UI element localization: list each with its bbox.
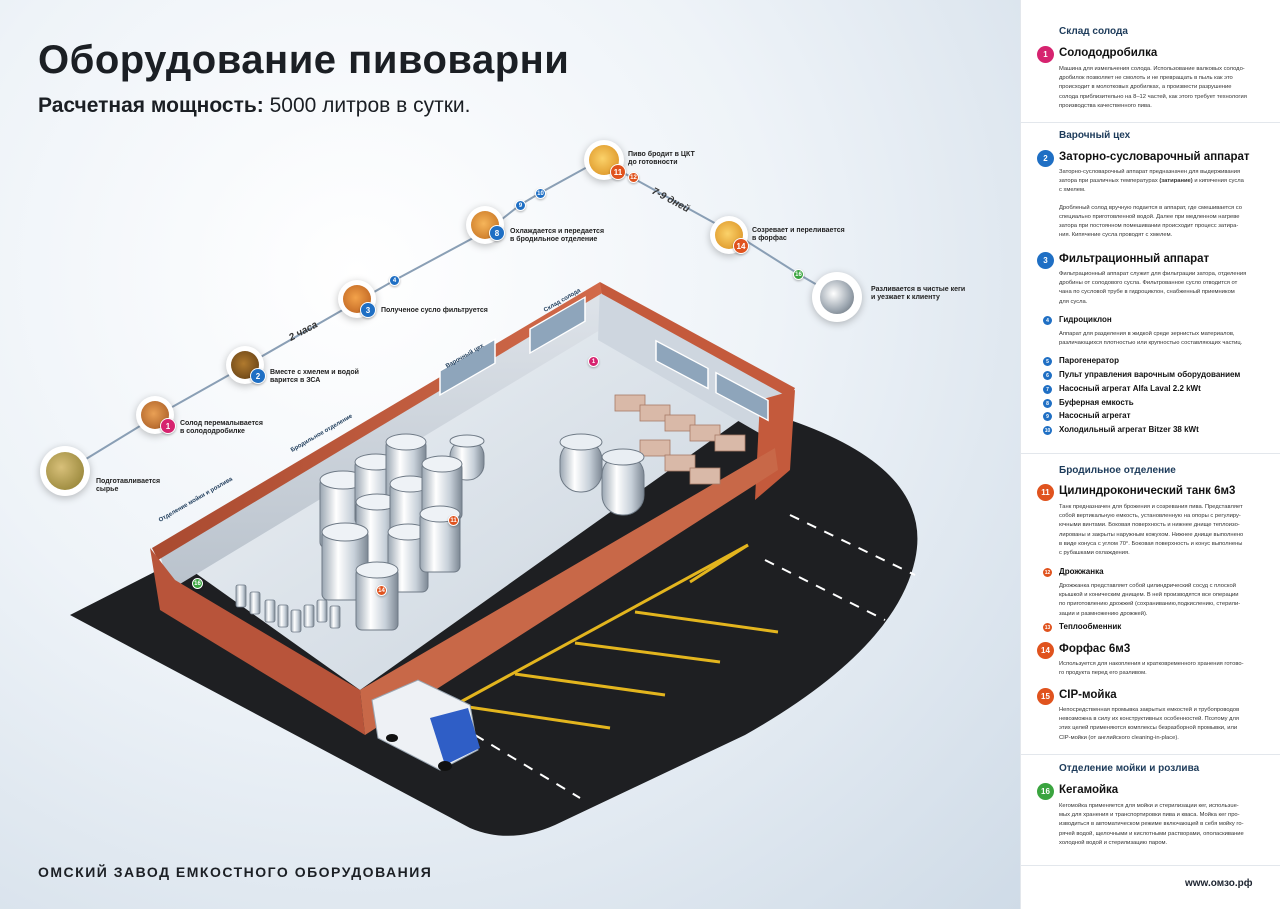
item-badge-16: 16 — [1037, 783, 1054, 800]
step-badge-4: 4 — [389, 275, 400, 286]
brewery-scene: Склад солода Варочный цех Бродильное отд… — [67, 158, 918, 836]
item-desc-16: Кегомойка применяется для мойки и стерил… — [1059, 803, 1244, 846]
step-badge-14: 14 — [733, 238, 749, 254]
fermentation-tanks — [319, 433, 463, 631]
step-badge-3: 3 — [360, 302, 376, 318]
step-badge-9: 9 — [515, 200, 526, 211]
divider — [1021, 865, 1280, 866]
step-badge-8: 8 — [489, 225, 505, 241]
section-title-malt: Склад солода — [1059, 26, 1128, 37]
item-title-1: Солододробилка — [1059, 47, 1158, 59]
item-desc-15: Непосредственная промывка закрытых емкос… — [1059, 707, 1240, 741]
item-desc-3: Фильтрационный аппарат служит для фильтр… — [1059, 271, 1247, 305]
item-desc-2: Заторно-сусловарочный аппарат предназнач… — [1059, 169, 1244, 239]
item-desc-14: Используется для накопления и кратковрем… — [1059, 661, 1244, 677]
equip-badge-14: 14 — [376, 585, 387, 596]
poster-subtitle: Расчетная мощность: 5000 литров в сутки. — [38, 94, 471, 118]
item-badge-11: 11 — [1037, 484, 1054, 501]
keg-icon — [812, 272, 862, 322]
item-badge-5: 5 — [1043, 357, 1052, 366]
road-dashes — [474, 514, 916, 799]
item-badge-12: 12 — [1043, 568, 1052, 577]
item-title-3: Фильтрационный аппарат — [1059, 253, 1210, 265]
legend-panel: Склад солода 1 Солододробилка Машина для… — [1020, 0, 1280, 909]
capacity-value: 5000 литров в сутки. — [269, 94, 471, 117]
item-badge-1: 1 — [1037, 46, 1054, 63]
section-title-brew: Варочный цех — [1059, 130, 1131, 141]
front-wall-right — [360, 448, 778, 735]
equip-badge-11: 11 — [448, 515, 459, 526]
item-badge-9: 9 — [1043, 412, 1052, 421]
windows — [439, 296, 769, 422]
item-badge-6: 6 — [1043, 371, 1052, 380]
divider — [1021, 453, 1280, 454]
delivery-van — [371, 679, 480, 771]
step-badge-16: 16 — [793, 269, 804, 280]
item-title-12: Дрожжанка — [1059, 567, 1104, 576]
brick-rim-right — [600, 282, 795, 398]
grain-icon — [40, 446, 90, 496]
poster-title: Оборудование пивоварни — [38, 38, 570, 82]
step-label-3: Полученое сусло фильтруется — [381, 307, 488, 314]
kegs — [235, 584, 341, 633]
parking-lines — [454, 543, 779, 730]
item-title-15: CIP-мойка — [1059, 689, 1117, 701]
step-badge-11: 11 — [610, 164, 626, 180]
item-badge-14: 14 — [1037, 642, 1054, 659]
equip-badge-16: 16 — [192, 578, 203, 589]
front-wall — [150, 548, 365, 735]
malt-bags — [614, 394, 746, 485]
item-desc-12: Дрожжанка представляет собой цилиндричес… — [1059, 583, 1241, 617]
step-badge-10: 10 — [535, 188, 546, 199]
item-badge-15: 15 — [1037, 688, 1054, 705]
step-badge-2: 2 — [250, 368, 266, 384]
item-badge-4: 4 — [1043, 316, 1052, 325]
item-title-9: Насосный агрегат — [1059, 411, 1131, 420]
section-title-ferm: Бродильное отделение — [1059, 465, 1176, 476]
capacity-label: Расчетная мощность: — [38, 94, 264, 117]
item-title-2: Заторно-сусловарочный аппарат — [1059, 151, 1250, 163]
item-title-16: Кегамойка — [1059, 784, 1119, 796]
step-badge-1: 1 — [160, 418, 176, 434]
step-badge-12: 12 — [628, 172, 639, 183]
item-title-10: Холодильный агрегат Bitzer 38 kWt — [1059, 425, 1199, 434]
item-title-6: Пульт управления варочным оборудованием — [1059, 370, 1241, 379]
item-badge-8: 8 — [1043, 399, 1052, 408]
item-title-8: Буферная емкость — [1059, 398, 1134, 407]
item-badge-7: 7 — [1043, 385, 1052, 394]
item-badge-10: 10 — [1043, 426, 1052, 435]
item-desc-4: Аппарат для разделения в жидкой среде зе… — [1059, 331, 1243, 347]
item-title-13: Теплообменник — [1059, 622, 1122, 631]
item-badge-3: 3 — [1037, 252, 1054, 269]
item-badge-2: 2 — [1037, 150, 1054, 167]
poster: Склад солода Варочный цех Бродильное отд… — [0, 0, 1020, 909]
divider — [1021, 122, 1280, 123]
item-title-5: Парогенератор — [1059, 356, 1119, 365]
item-badge-13: 13 — [1043, 623, 1052, 632]
item-title-4: Гидроциклон — [1059, 315, 1112, 324]
section-title-wash: Отделение мойки и розлива — [1059, 763, 1200, 774]
equip-badge-1: 1 — [588, 356, 599, 367]
item-desc-11: Танк предназначен для брожения и созрева… — [1059, 504, 1244, 557]
item-desc-1: Машина для измельчения солода. Использов… — [1059, 66, 1247, 109]
item-title-14: Форфас 6м3 — [1059, 643, 1131, 655]
company-name: ОМСКИЙ ЗАВОД ЕМКОСТНОГО ОБОРУДОВАНИЯ — [38, 864, 433, 880]
website-url: www.омзо.рф — [1185, 878, 1253, 889]
item-title-11: Цилиндроконический танк 6м3 — [1059, 485, 1236, 497]
item-title-7: Насосный агрегат Alfa Laval 2.2 kWt — [1059, 384, 1201, 393]
divider — [1021, 754, 1280, 755]
